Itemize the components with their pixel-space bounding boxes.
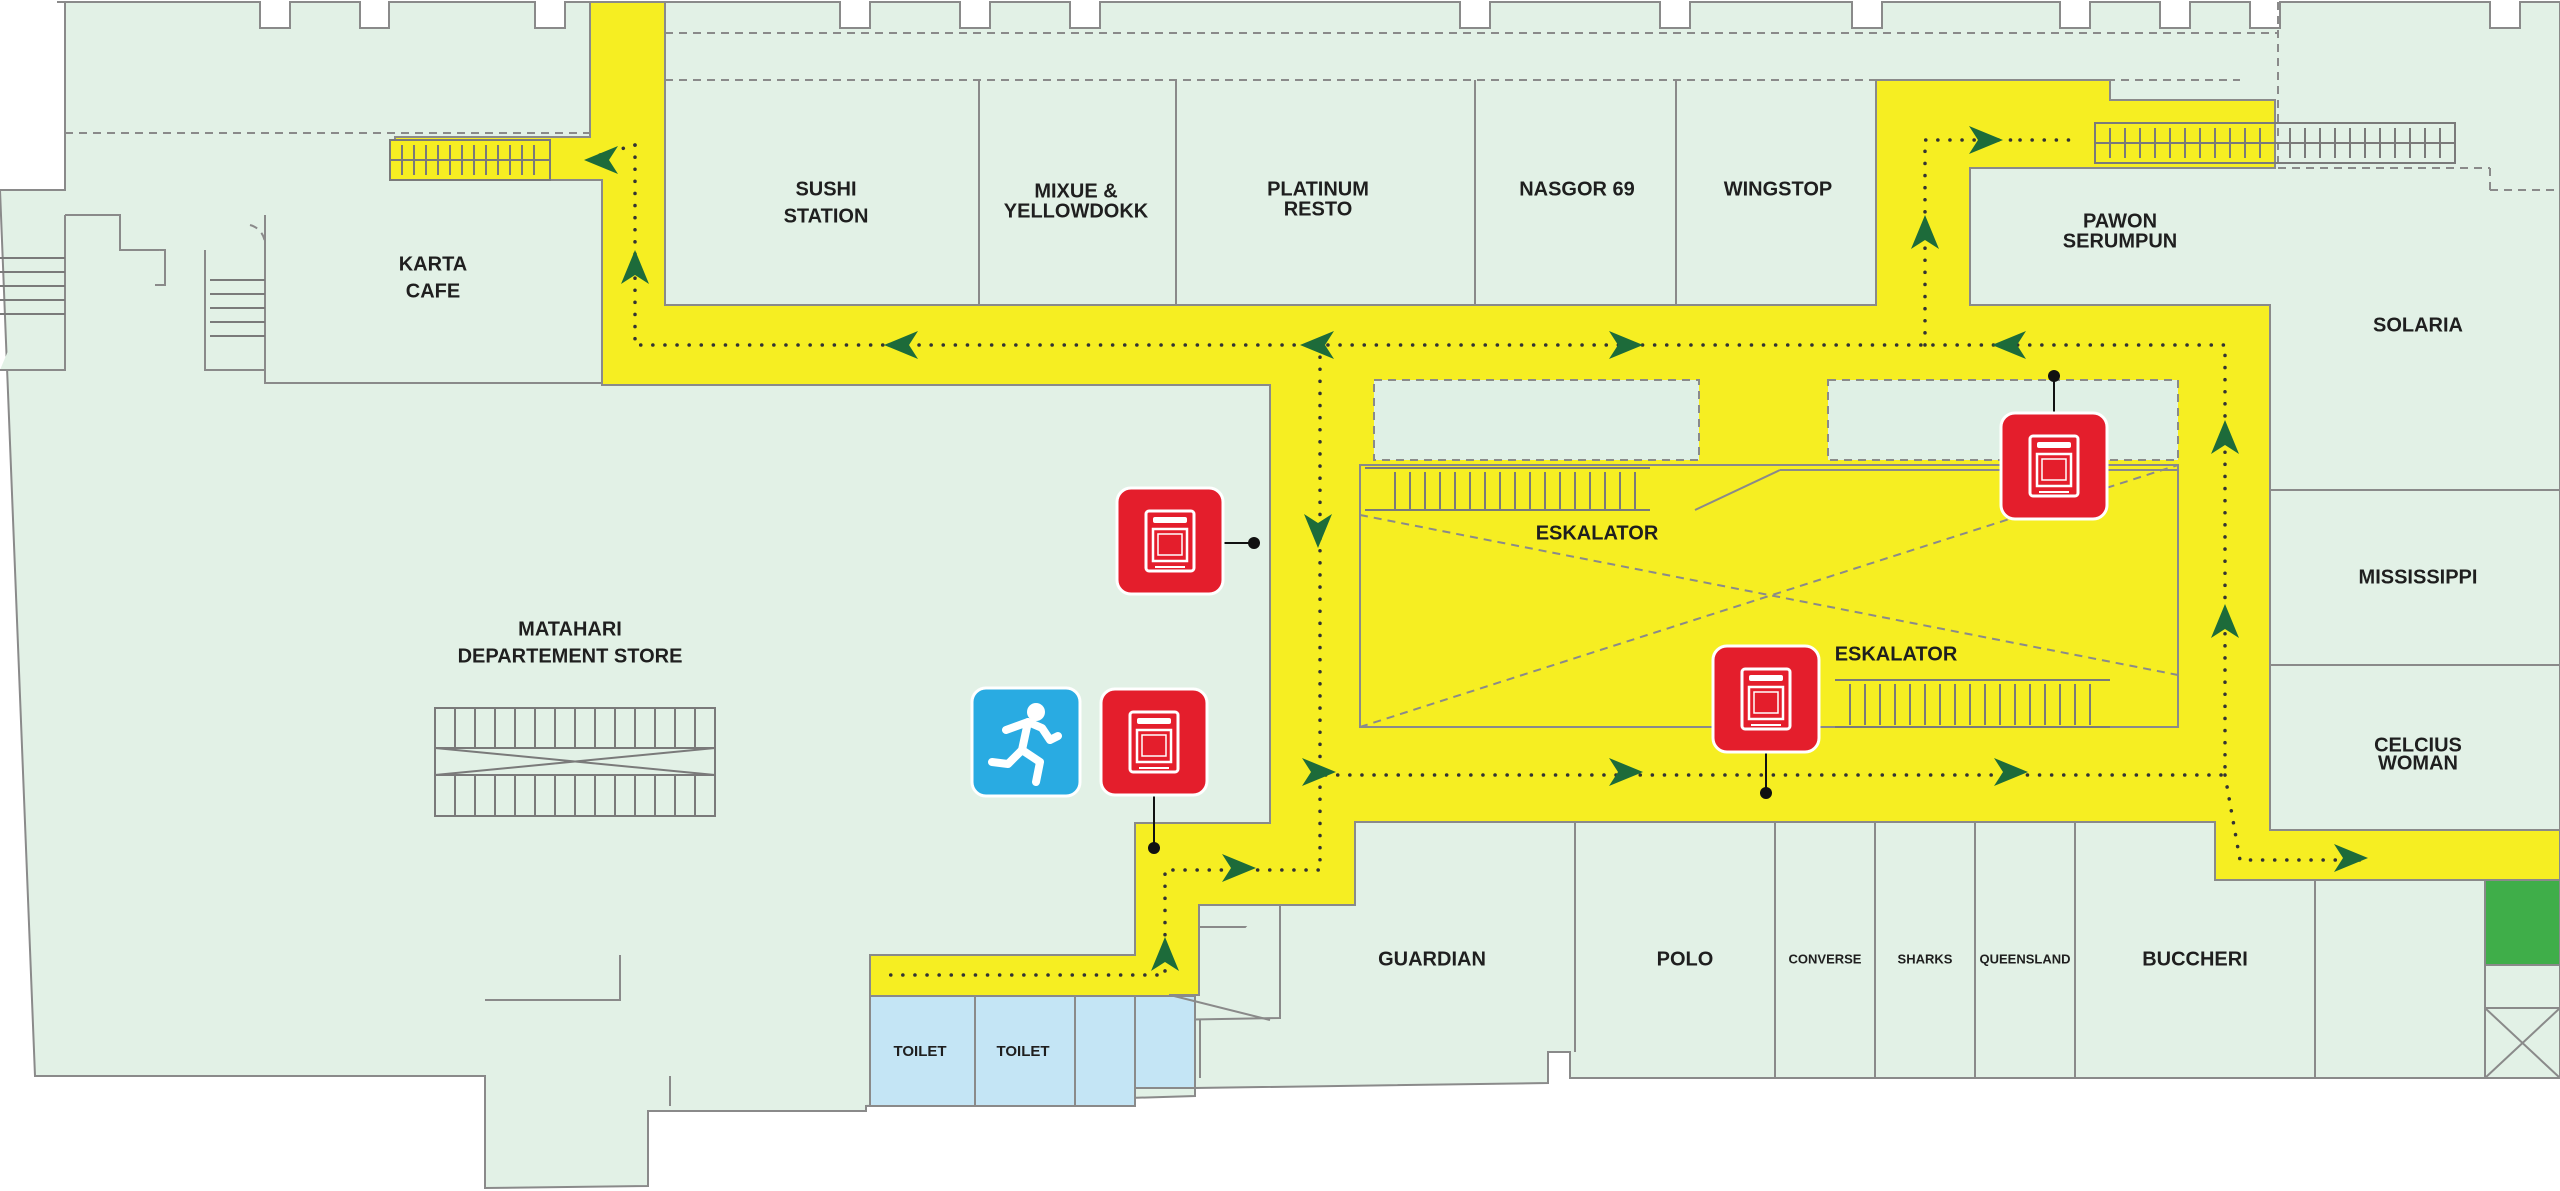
label-polo: POLO: [1657, 948, 1714, 970]
evacuation-route: [598, 138, 2362, 977]
label-nasgor-69: NASGOR 69: [1519, 178, 1635, 200]
label-platinum-2: RESTO: [1284, 198, 1353, 220]
hydrant-icon: [1999, 370, 2109, 521]
hydrant-icon: [1115, 486, 1260, 596]
label-guardian: GUARDIAN: [1378, 948, 1486, 970]
label-solaria: SOLARIA: [2373, 314, 2463, 336]
label-celcius-2: WOMAN: [2378, 752, 2458, 774]
label-buccheri: BUCCHERI: [2142, 948, 2248, 970]
label-sushi-station-1: SUSHI: [795, 178, 856, 200]
label-mixue-1: MIXUE &: [1034, 180, 1117, 202]
label-pawon-1: PAWON: [2083, 210, 2157, 232]
hydrant-icon: [1711, 644, 1821, 799]
label-karta-cafe-1: KARTA: [399, 253, 468, 275]
label-matahari-2: DEPARTEMENT STORE: [458, 645, 683, 667]
label-sushi-station-2: STATION: [784, 205, 869, 227]
label-matahari-1: MATAHARI: [518, 618, 622, 640]
label-platinum-1: PLATINUM: [1267, 178, 1369, 200]
hydrant-icon: [1099, 687, 1209, 854]
label-toilet-1: TOILET: [893, 1043, 946, 1060]
label-escalator-1: ESKALATOR: [1536, 522, 1659, 544]
label-queensland: QUEENSLAND: [1979, 951, 2070, 966]
label-celcius-1: CELCIUS: [2374, 734, 2462, 756]
hydrant-markers: [1099, 370, 2109, 854]
label-mississippi: MISSISSIPPI: [2359, 566, 2478, 588]
toilet-block: [869, 994, 1271, 1107]
label-toilet-2: TOILET: [996, 1043, 1049, 1060]
label-wingstop: WINGSTOP: [1724, 178, 1833, 200]
label-sharks: SHARKS: [1898, 951, 1953, 966]
store-labels: KARTA CAFE SUSHI STATION MIXUE & YELLOWD…: [399, 178, 2478, 1060]
running-person-exit-icon: [970, 686, 1082, 798]
emergency-exit-door: [2484, 879, 2560, 1079]
label-karta-cafe-2: CAFE: [406, 280, 460, 302]
label-escalator-2: ESKALATOR: [1835, 643, 1958, 665]
escalator-void: [1373, 379, 2179, 511]
label-pawon-2: SERUMPUN: [2063, 230, 2177, 252]
stairs: [0, 122, 2456, 817]
label-mixue-2: YELLOWDOKK: [1004, 200, 1149, 222]
label-converse: CONVERSE: [1789, 951, 1862, 966]
